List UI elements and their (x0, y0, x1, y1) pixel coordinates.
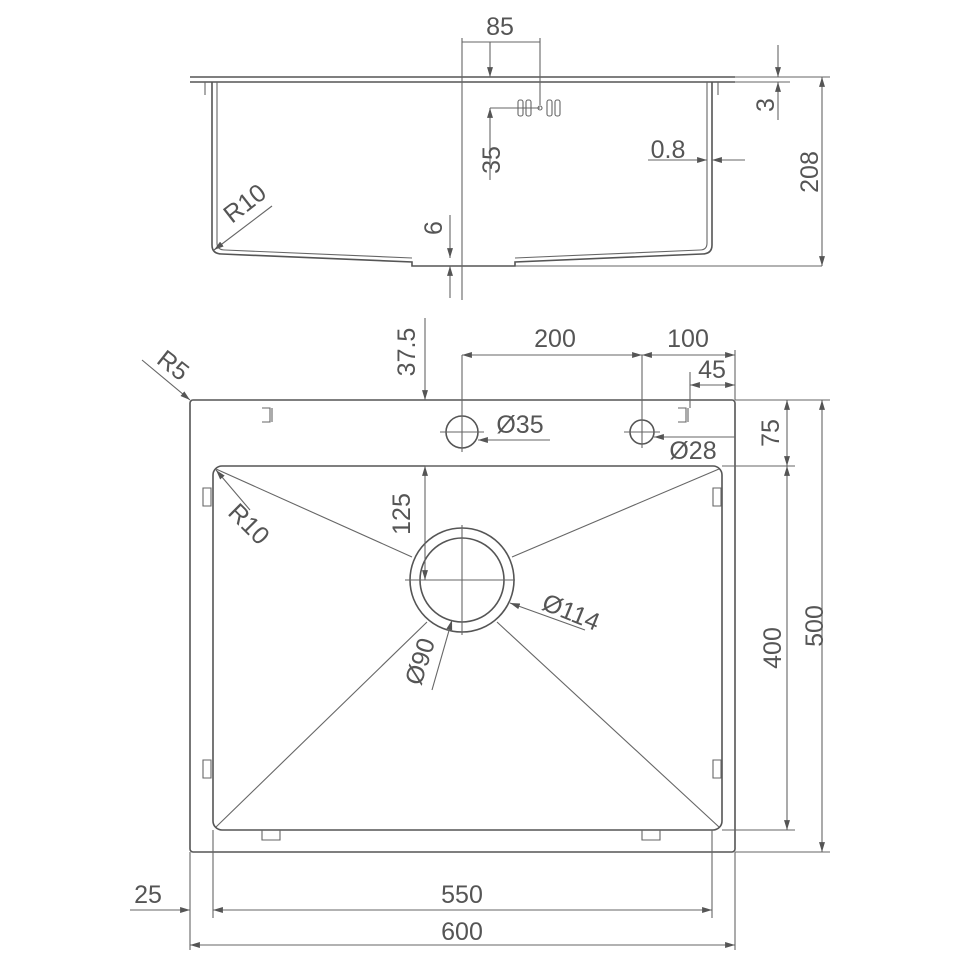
dim-bowl-width: 550 (441, 881, 483, 909)
dim-drain-offset: 125 (388, 493, 416, 535)
dim-overflow-offset: 85 (486, 13, 514, 41)
dim-tap-offset-top: 37.5 (393, 328, 421, 377)
tap-holes (440, 355, 660, 452)
drain (405, 525, 515, 635)
side-view: 85 35 0.8 3 208 R10 6 (190, 13, 830, 300)
sink-profile (190, 76, 822, 267)
dim-side-ledge: 25 (134, 881, 162, 909)
dim-outer-depth: 500 (801, 605, 829, 647)
dim-rim-thickness: 3 (752, 98, 780, 112)
dim-bottom-slope: 6 (420, 221, 448, 235)
dim-wall-thickness: 0.8 (651, 136, 686, 164)
top-view: R5 37.5 200 100 45 Ø35 Ø28 75 500 400 (130, 318, 830, 950)
dim-corner-radius: R10 (218, 179, 271, 229)
dim-outer-width: 600 (441, 918, 483, 946)
dim-tap-spacing: 200 (534, 325, 576, 353)
bowl-slope-lines (215, 468, 720, 828)
dim-small-offset: 45 (698, 356, 726, 384)
dim-back-ledge: 75 (757, 419, 785, 447)
dim-tap-hole-small: Ø28 (669, 437, 716, 465)
dim-bowl-depth: 400 (759, 627, 787, 669)
dim-tap-to-edge: 100 (667, 325, 709, 353)
dim-drain-outer: Ø114 (538, 588, 604, 636)
mounting-clips (202, 407, 722, 841)
dim-overflow-height: 35 (478, 146, 506, 174)
dim-tap-hole-main: Ø35 (496, 411, 543, 439)
dim-depth: 208 (796, 151, 824, 193)
dim-outer-radius: R5 (152, 345, 194, 387)
dim-bowl-radius: R10 (223, 498, 275, 550)
bowl-outline (212, 465, 723, 831)
